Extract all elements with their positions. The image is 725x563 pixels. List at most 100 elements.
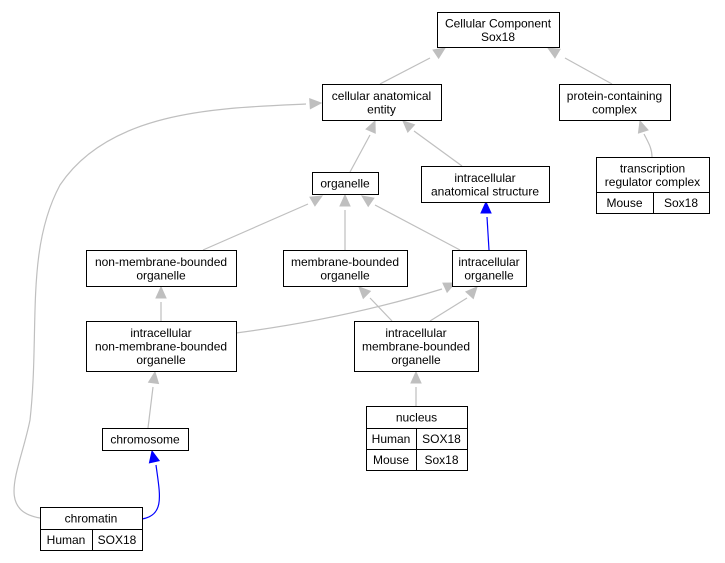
node-box: [322, 84, 442, 121]
node-label: protein-containing: [567, 89, 662, 103]
node-label: intracellular: [458, 255, 519, 269]
arrowhead: [546, 47, 561, 59]
annotation-row[interactable]: Mouse Sox18: [366, 449, 468, 471]
node-label: organelle: [464, 268, 514, 282]
edges: [13, 47, 653, 520]
edge-imbo-to-io: [429, 297, 468, 322]
edge-trc-to-pcc: [643, 133, 653, 158]
arrowhead: [637, 119, 649, 134]
node-label: intracellular: [385, 326, 446, 340]
arrowhead: [361, 195, 375, 208]
gene-cell: [653, 192, 710, 214]
node-label: anatomical structure: [431, 184, 539, 198]
edge-chromatin-to-cae: [13, 103, 307, 519]
node-box: [102, 428, 189, 451]
node-label: organelle: [320, 177, 370, 191]
node-label: entity: [367, 102, 396, 116]
edge-pcc-to-root: [564, 57, 613, 85]
edge-io-to-ias: [486, 216, 490, 251]
gene-label: SOX18: [98, 533, 137, 547]
gene-label: Sox18: [664, 196, 698, 210]
node-box: [86, 321, 237, 372]
node-label: non-membrane-bounded: [95, 255, 227, 269]
node-label: intracellular: [454, 171, 515, 185]
node-box: [596, 157, 710, 193]
node-label: organelle: [136, 353, 186, 367]
node-label: chromatin: [65, 512, 118, 526]
species-label: Mouse: [606, 196, 642, 210]
node-label: intracellular: [130, 326, 191, 340]
arrowhead: [410, 370, 422, 384]
node-box: [559, 84, 671, 121]
node-box: [86, 250, 237, 287]
node-inmbo[interactable]: intracellularnon-membrane-boundedorganel…: [86, 321, 237, 372]
edge-chromatin-to-chromosome: [141, 464, 160, 520]
arrowhead: [365, 119, 376, 134]
species-label: Mouse: [373, 453, 409, 467]
node-box: [283, 250, 408, 287]
arrowhead: [442, 282, 457, 294]
node-label: regulator complex: [605, 175, 700, 189]
edge-io-to-organelle: [374, 204, 461, 251]
edge-cae-to-root: [379, 57, 431, 85]
annotation-row[interactable]: Human SOX18: [366, 428, 468, 450]
gene-label: Sox18: [424, 453, 458, 467]
node-label: chromosome: [110, 433, 180, 447]
node-label: Cellular Component: [445, 16, 552, 30]
edge-ias-to-cae: [413, 130, 463, 167]
node-label: membrane-bounded: [362, 340, 470, 354]
node-organelle[interactable]: organelle: [312, 172, 379, 195]
arrowhead: [155, 285, 167, 299]
edge-organelle-to-cae: [349, 134, 371, 173]
species-label: Human: [47, 533, 86, 547]
arrowhead: [339, 193, 351, 207]
gene-label: SOX18: [422, 432, 461, 446]
annotation-row[interactable]: Mouse Sox18: [596, 192, 710, 214]
node-label: organelle: [320, 268, 370, 282]
node-label: membrane-bounded: [291, 255, 399, 269]
arrowhead: [464, 286, 478, 300]
gene-cell: [92, 529, 143, 551]
node-label: Sox18: [481, 30, 515, 44]
node-label: nucleus: [396, 411, 437, 425]
edge-nmbo-to-organelle: [202, 203, 309, 251]
node-box: [452, 250, 527, 287]
arrowhead: [309, 195, 324, 207]
arrowhead: [358, 286, 372, 300]
edge-inmbo-to-io: [235, 288, 443, 334]
arrowhead: [402, 120, 416, 134]
node-box: [437, 12, 560, 48]
annotation-row[interactable]: Human SOX18: [40, 529, 143, 551]
edge-chromosome-to-inmbo: [147, 386, 154, 429]
arrowhead: [309, 98, 323, 110]
arrowhead: [147, 370, 160, 385]
node-label: organelle: [391, 353, 441, 367]
arrowhead: [148, 449, 161, 464]
node-box: [312, 172, 379, 195]
edge-imbo-to-mbo: [369, 297, 393, 322]
node-label: transcription: [620, 161, 685, 175]
node-label: cellular anatomical: [332, 89, 431, 103]
node-label: organelle: [136, 268, 186, 282]
species-label: Human: [372, 432, 411, 446]
node-label: non-membrane-bounded: [95, 340, 227, 354]
arrowhead: [480, 200, 492, 214]
node-box: [421, 166, 550, 203]
node-box: [354, 321, 479, 372]
arrowhead: [432, 47, 447, 60]
node-label: complex: [592, 102, 637, 116]
node-chromosome[interactable]: chromosome: [102, 428, 189, 451]
